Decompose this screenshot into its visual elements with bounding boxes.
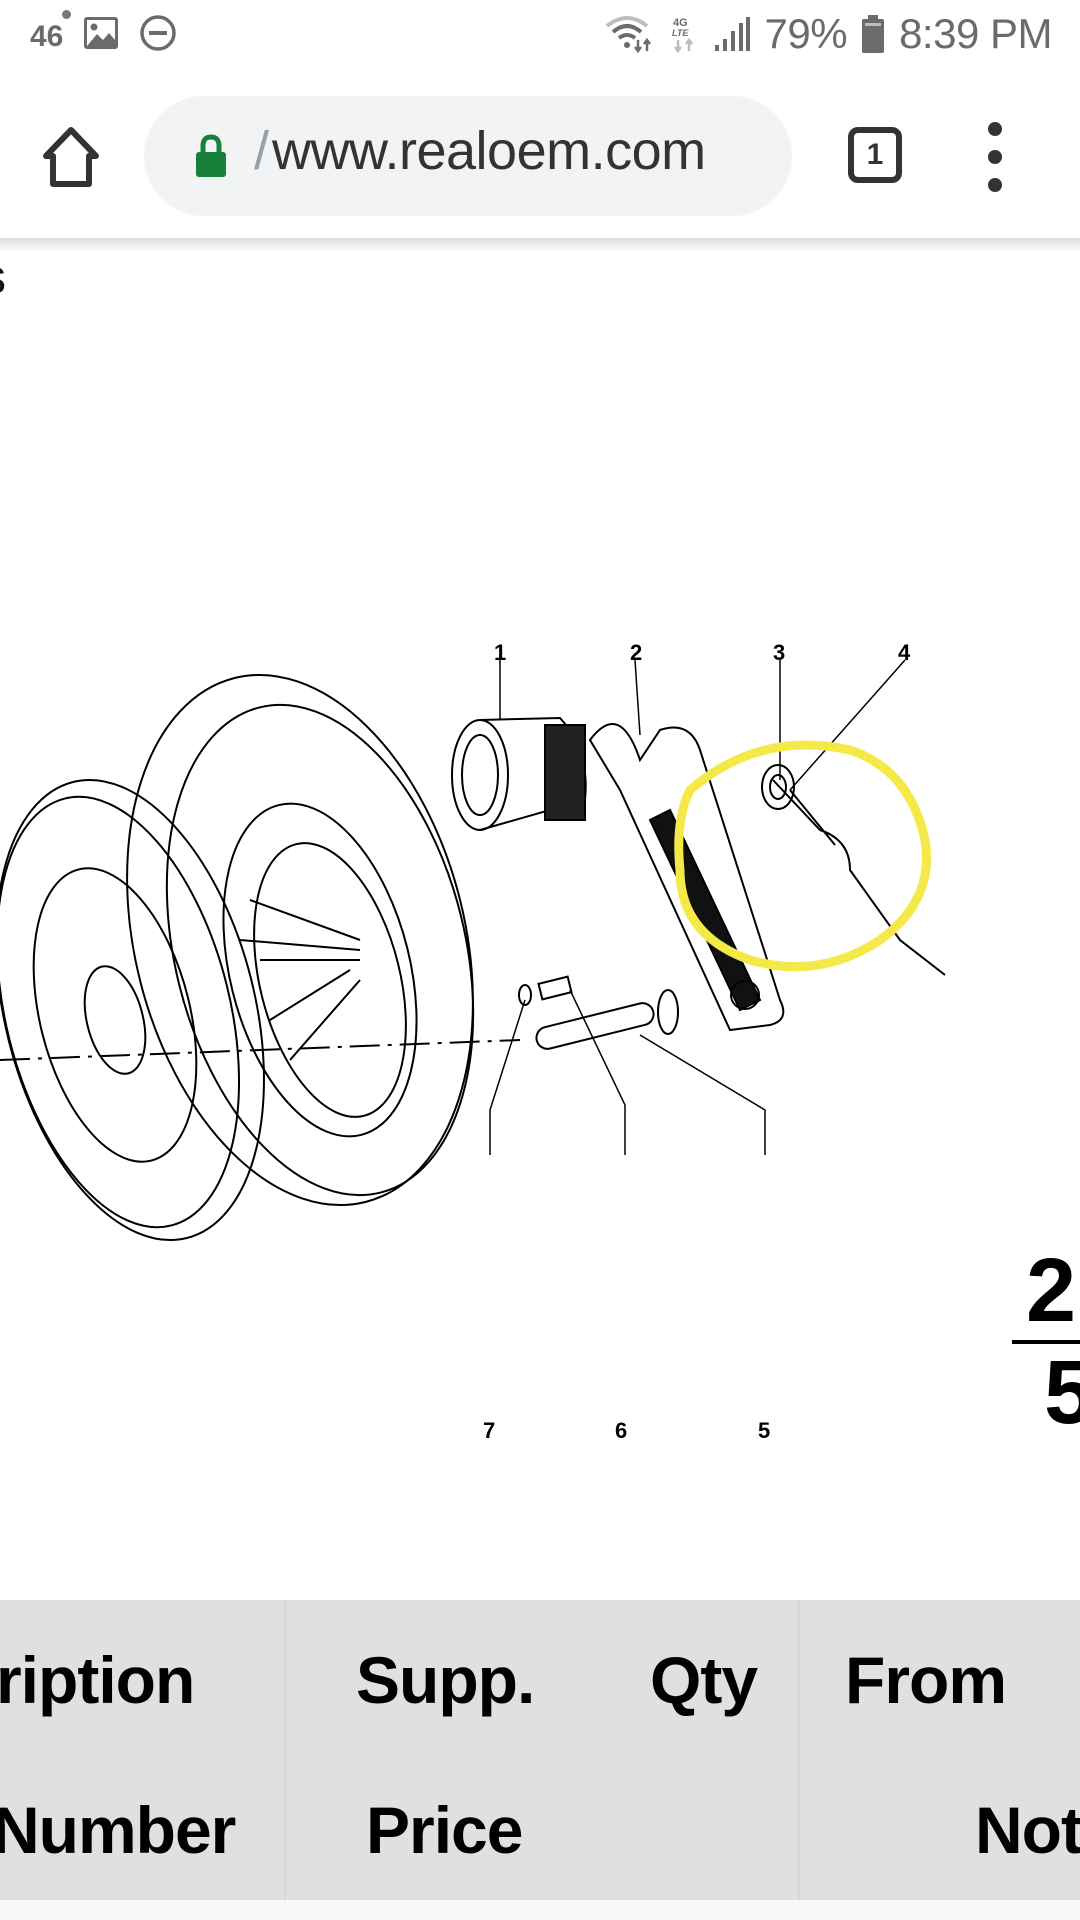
gallery-icon	[84, 17, 119, 49]
col-supp: Supp.	[356, 1643, 535, 1717]
clock: 8:39 PM	[899, 10, 1052, 57]
tab-switcher-button[interactable]: 1	[848, 127, 902, 183]
svg-text:LTE: LTE	[672, 28, 689, 38]
col-from: From	[845, 1643, 1007, 1717]
browser-toolbar: / www.realoem.com 1	[0, 78, 1080, 238]
highlight-circle	[674, 740, 932, 972]
status-bar: 46 4G LTE	[0, 0, 1080, 78]
overflow-menu-icon[interactable]	[980, 122, 1010, 192]
col-part-number: Number	[0, 1793, 236, 1867]
callout-3: 3	[773, 640, 786, 665]
page-ref-divider	[1012, 1340, 1080, 1344]
parts-diagram[interactable]: 1 2 3 4 5 6 7 2 5	[0, 640, 1080, 1460]
table-body-start	[0, 1900, 1080, 1920]
do-not-disturb-icon	[140, 15, 177, 51]
signal-icon	[714, 17, 750, 51]
column-divider	[798, 1600, 800, 1900]
page-ref-bottom: 5	[1044, 1343, 1080, 1443]
clutch-exploded-view	[0, 659, 946, 1242]
svg-text:4G: 4G	[673, 17, 688, 29]
col-qty: Qty	[650, 1643, 758, 1717]
battery-percent: 79%	[764, 10, 848, 57]
page-ref-top: 2	[1026, 1241, 1077, 1341]
url-prefix: /	[254, 121, 270, 181]
address-bar[interactable]: / www.realoem.com	[144, 96, 792, 216]
header-row-1: ription Supp. Qty From	[0, 1600, 1080, 1750]
network-type-indicator: 46	[30, 10, 72, 54]
column-divider	[284, 1600, 286, 1900]
callout-6: 6	[615, 1418, 628, 1443]
lock-icon	[196, 134, 226, 177]
network-type-label: 46	[30, 20, 64, 53]
toolbar-shadow	[0, 238, 1080, 252]
wifi-icon	[605, 16, 651, 54]
page-heading-partial: s	[0, 250, 6, 305]
col-price: Price	[366, 1793, 523, 1867]
col-notes: Not	[975, 1793, 1080, 1867]
home-icon[interactable]	[40, 126, 102, 188]
battery-icon	[862, 15, 885, 53]
col-description: ription	[0, 1643, 195, 1717]
callout-2: 2	[630, 640, 643, 665]
url-text[interactable]: www.realoem.com	[272, 121, 706, 181]
callout-1: 1	[494, 640, 507, 665]
tab-count: 1	[866, 138, 884, 171]
activity-dot-icon	[62, 10, 72, 19]
callout-7: 7	[483, 1418, 496, 1443]
callout-5: 5	[758, 1418, 771, 1443]
callout-4: 4	[898, 640, 911, 665]
lte-icon: 4G LTE	[672, 17, 693, 54]
parts-table-header: ription Supp. Qty From Number Price Not	[0, 1600, 1080, 1900]
header-row-2: Number Price Not	[0, 1750, 1080, 1900]
